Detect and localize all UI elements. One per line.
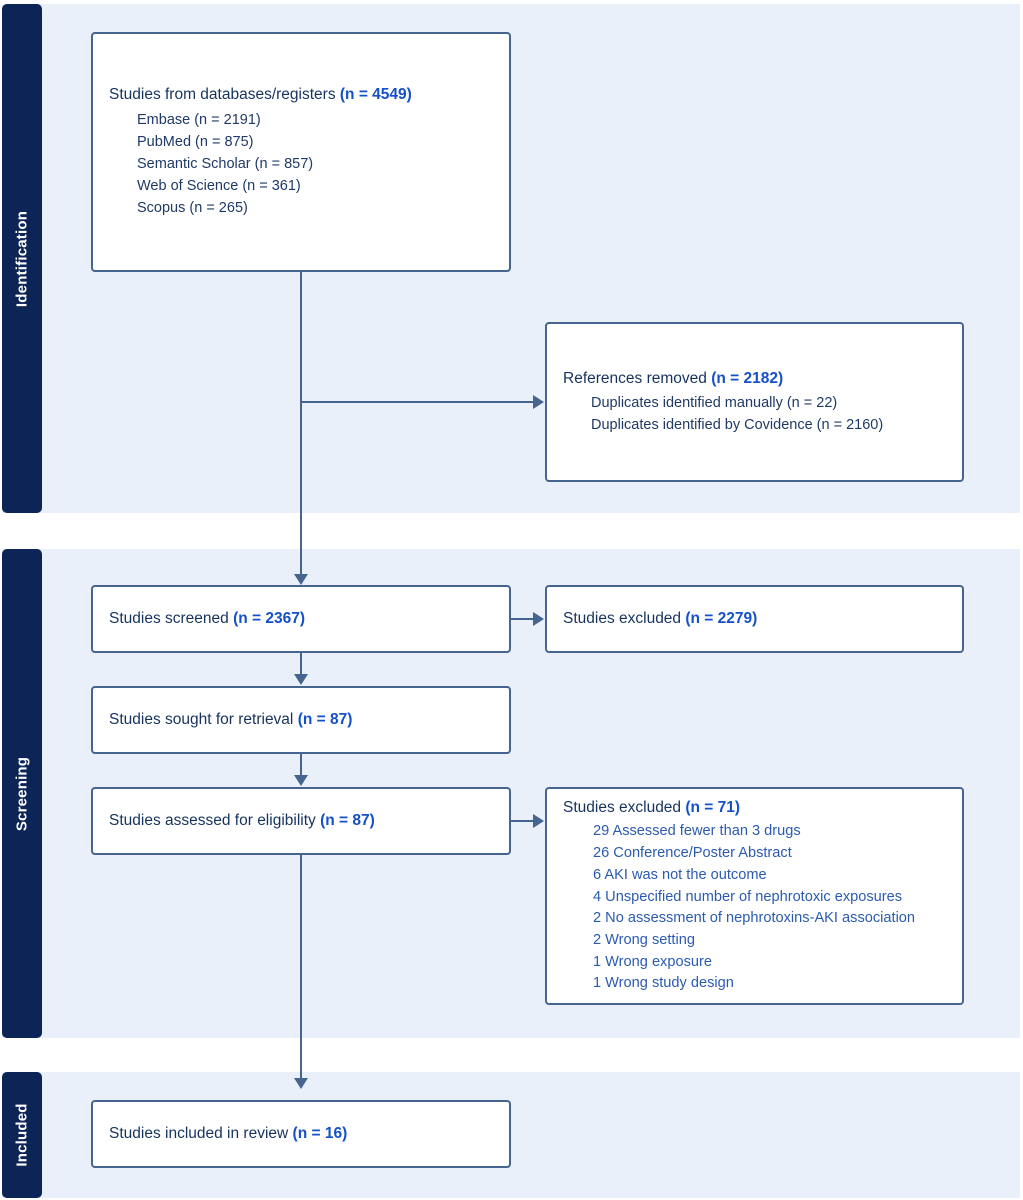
- box-excluded-eligibility-reason-list: 29 Assessed fewer than 3 drugs 26 Confer…: [563, 821, 946, 995]
- box-included-title: Studies included in review (n = 16): [109, 1123, 493, 1145]
- connector-screened-to-sought: [300, 653, 302, 675]
- list-item: 4 Unspecified number of nephrotoxic expo…: [593, 888, 903, 905]
- box-excluded-screening-title: Studies excluded (n = 2279): [563, 608, 946, 630]
- arrowhead-to-included: [294, 1078, 308, 1089]
- box-excluded-screening-title-text: Studies excluded: [563, 609, 686, 627]
- connector-eligibility-to-excluded: [511, 820, 534, 822]
- stage-label-identification: Identification: [13, 210, 31, 307]
- list-item: Scopus (n = 265): [137, 200, 248, 217]
- list-item: Semantic Scholar (n = 857): [137, 156, 314, 173]
- connector-eligibility-to-included: [300, 855, 302, 1079]
- box-studies-assessed-for-eligibility: Studies assessed for eligibility (n = 87…: [91, 787, 511, 855]
- stage-bar-screening: Screening: [2, 549, 42, 1038]
- box-studies-excluded-eligibility: Studies excluded (n = 71) 29 Assessed fe…: [545, 787, 964, 1005]
- box-references-removed-detail-list: Duplicates identified manually (n = 22) …: [563, 392, 946, 436]
- box-references-removed-title: References removed (n = 2182): [563, 368, 946, 390]
- stage-label-included: Included: [13, 1103, 31, 1167]
- box-screened-title-text: Studies screened: [109, 609, 234, 627]
- box-sought-title: Studies sought for retrieval (n = 87): [109, 709, 493, 731]
- box-identification-source-list: Embase (n = 2191) PubMed (n = 875) Seman…: [109, 109, 493, 220]
- box-eligibility-count: (n = 87): [320, 811, 375, 829]
- list-item: 2 No assessment of nephrotoxins-AKI asso…: [593, 910, 916, 927]
- list-item: 6 AKI was not the outcome: [593, 866, 767, 883]
- box-identification-title-text: Studies from databases/registers: [109, 86, 340, 104]
- box-identification-count: (n = 4549): [339, 86, 412, 104]
- box-screened-count: (n = 2367): [233, 609, 306, 627]
- list-item: 29 Assessed fewer than 3 drugs: [593, 823, 801, 840]
- box-excluded-eligibility-count: (n = 71): [685, 798, 741, 816]
- connector-screened-to-excluded: [511, 618, 534, 620]
- arrowhead-to-excluded-eligibility: [533, 814, 544, 828]
- box-eligibility-title: Studies assessed for eligibility (n = 87…: [109, 810, 493, 832]
- box-sought-title-text: Studies sought for retrieval: [109, 710, 298, 728]
- box-references-removed-count: (n = 2182): [711, 369, 784, 387]
- arrowhead-to-excluded-screening: [533, 612, 544, 626]
- list-item: 1 Wrong exposure: [593, 953, 712, 970]
- arrowhead-to-eligibility: [294, 775, 308, 786]
- list-item: 2 Wrong setting: [593, 931, 695, 948]
- box-sought-count: (n = 87): [297, 710, 353, 728]
- list-item: Duplicates identified by Covidence (n = …: [591, 417, 884, 434]
- box-studies-screened: Studies screened (n = 2367): [91, 585, 511, 653]
- connector-sought-to-eligibility: [300, 754, 302, 776]
- box-eligibility-title-text: Studies assessed for eligibility: [109, 811, 321, 829]
- list-item: Embase (n = 2191): [137, 111, 261, 128]
- box-studies-from-databases: Studies from databases/registers (n = 45…: [91, 32, 511, 272]
- list-item: 1 Wrong study design: [593, 975, 734, 992]
- list-item: Duplicates identified manually (n = 22): [591, 395, 838, 412]
- box-excluded-eligibility-title-text: Studies excluded: [563, 798, 686, 816]
- connector-to-references-removed: [300, 401, 534, 403]
- stage-bar-identification: Identification: [2, 4, 42, 513]
- box-references-removed: References removed (n = 2182) Duplicates…: [545, 322, 964, 482]
- box-studies-excluded-screening: Studies excluded (n = 2279): [545, 585, 964, 653]
- box-studies-included-in-review: Studies included in review (n = 16): [91, 1100, 511, 1168]
- stage-label-screening: Screening: [13, 756, 31, 831]
- arrowhead-to-screened: [294, 574, 308, 585]
- box-included-count: (n = 16): [292, 1124, 348, 1142]
- list-item: 26 Conference/Poster Abstract: [593, 845, 792, 862]
- box-references-removed-title-text: References removed: [563, 369, 712, 387]
- list-item: PubMed (n = 875): [137, 133, 254, 150]
- arrowhead-to-sought: [294, 674, 308, 685]
- box-studies-sought-for-retrieval: Studies sought for retrieval (n = 87): [91, 686, 511, 754]
- box-identification-title: Studies from databases/registers (n = 45…: [109, 84, 493, 106]
- box-screened-title: Studies screened (n = 2367): [109, 608, 493, 630]
- box-excluded-eligibility-title: Studies excluded (n = 71): [563, 797, 946, 819]
- arrowhead-to-references-removed: [533, 395, 544, 409]
- list-item: Web of Science (n = 361): [137, 178, 301, 195]
- connector-identification-to-screened: [300, 272, 302, 575]
- box-excluded-screening-count: (n = 2279): [685, 609, 758, 627]
- box-included-title-text: Studies included in review: [109, 1124, 293, 1142]
- stage-bar-included: Included: [2, 1072, 42, 1198]
